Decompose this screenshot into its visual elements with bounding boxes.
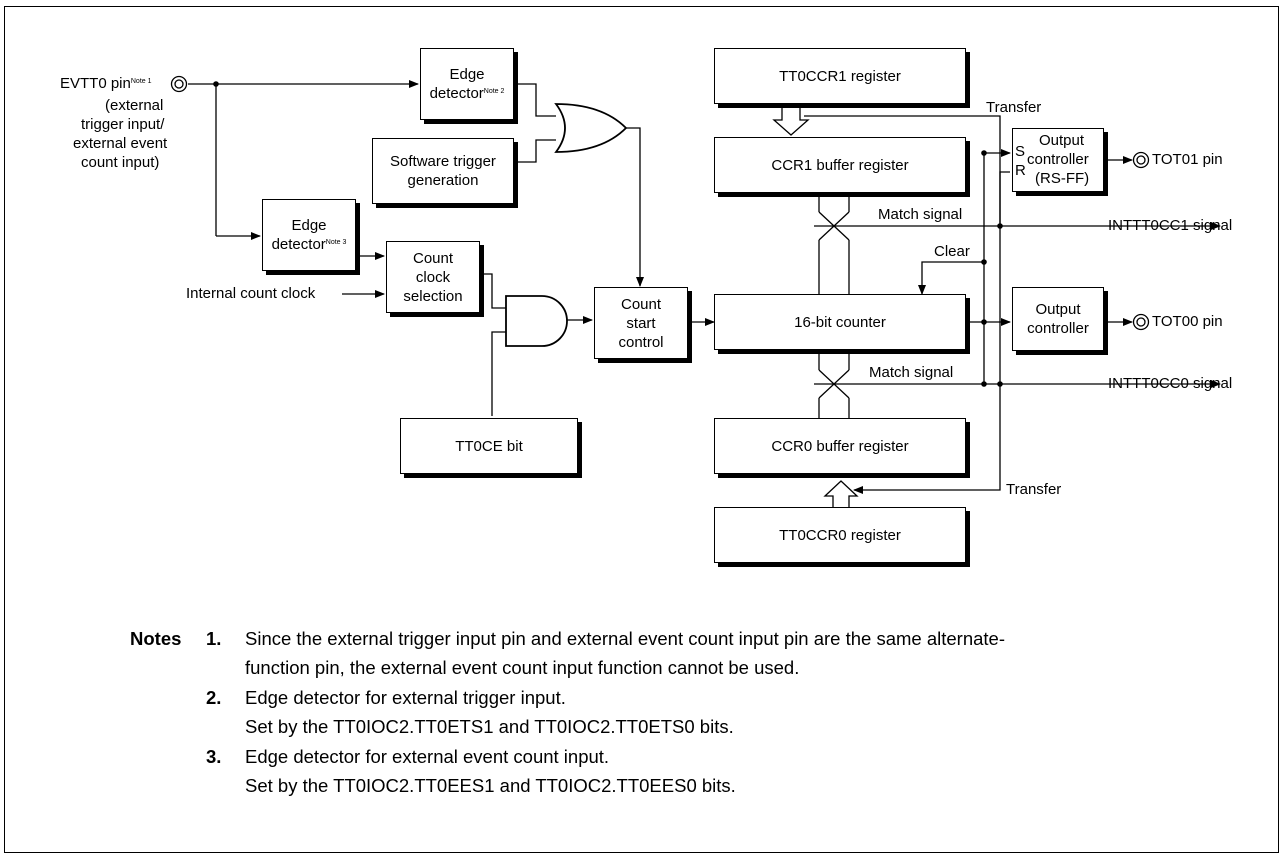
note-2-line-1: Edge detector for external trigger input… <box>245 687 566 708</box>
tot01-pin-label: TOT01 pin <box>1152 151 1223 168</box>
match-signal-1-label: Match signal <box>878 206 963 223</box>
ccr0-buffer-register: CCR0 buffer register <box>714 418 966 474</box>
software-trigger-block: Software trigger generation <box>372 138 514 204</box>
tt0ccr0-register: TT0CCR0 register <box>714 507 966 563</box>
and-gate <box>505 295 568 347</box>
notes-heading: Notes <box>130 628 182 649</box>
note-2-marker: Note 2 <box>483 88 505 95</box>
evtt0-pin-label: EVTT0 pinNote 1 <box>60 75 152 92</box>
note-3-number: 3. <box>206 746 222 767</box>
note-3-line-2: Set by the TT0IOC2.TT0EES1 and TT0IOC2.T… <box>245 775 736 796</box>
count-start-control: Count start control <box>594 287 688 359</box>
note-3-line-1: Edge detector for external event count i… <box>245 746 610 767</box>
match-signal-0-label: Match signal <box>869 364 954 381</box>
note-1-marker: Note 1 <box>130 78 152 85</box>
count-clock-selection: Count clock selection <box>386 241 480 313</box>
transfer-top-label: Transfer <box>986 99 1042 116</box>
clear-label: Clear <box>934 243 970 260</box>
note-3-marker: Note 3 <box>325 239 347 246</box>
transfer-bottom-label: Transfer <box>1006 481 1062 498</box>
inttt0cc0-label: INTTT0CC0 signal <box>1108 375 1233 392</box>
tt0ccr1-register: TT0CCR1 register <box>714 48 966 104</box>
evtt0-desc-2: trigger input/ <box>81 116 165 133</box>
output-controller-tot00: Output controller <box>1012 287 1104 351</box>
inttt0cc1-label: INTTT0CC1 signal <box>1108 217 1233 234</box>
tot00-pin-label: TOT00 pin <box>1152 313 1223 330</box>
tt0ce-bit: TT0CE bit <box>400 418 578 474</box>
note-2-line-2: Set by the TT0IOC2.TT0ETS1 and TT0IOC2.T… <box>245 716 734 737</box>
edge-detector-event: Edge detectorNote 3 <box>262 199 356 271</box>
ccr1-buffer-register: CCR1 buffer register <box>714 137 966 193</box>
or-gate <box>554 103 628 153</box>
note-1-line-2: function pin, the external event count i… <box>245 657 800 678</box>
16-bit-counter: 16-bit counter <box>714 294 966 350</box>
note-1-line-1: Since the external trigger input pin and… <box>245 628 1005 649</box>
note-1-number: 1. <box>206 628 222 649</box>
evtt0-desc-4: count input) <box>81 154 160 171</box>
figure-frame <box>4 6 1279 853</box>
evtt0-desc-1: (external <box>105 97 164 114</box>
output-controller-rsff: S R Output controller (RS-FF) <box>1012 128 1104 192</box>
internal-count-clock-label: Internal count clock <box>186 285 316 302</box>
evtt0-desc-3: external event <box>73 135 168 152</box>
note-2-number: 2. <box>206 687 222 708</box>
edge-detector-trigger: Edge detectorNote 2 <box>420 48 514 120</box>
